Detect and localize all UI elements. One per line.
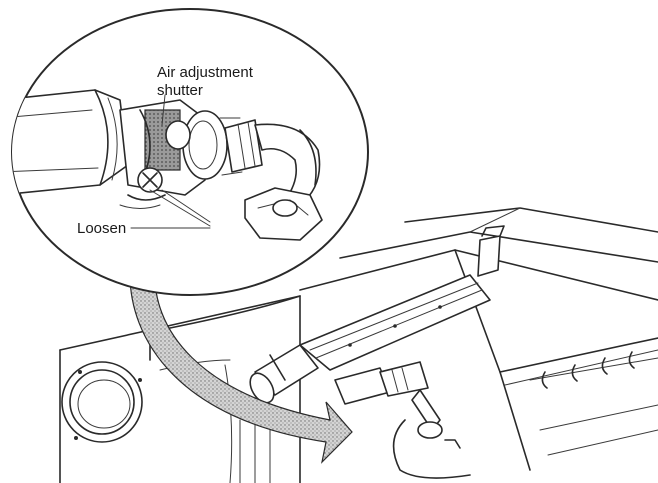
- burner-tube: [249, 225, 505, 404]
- gas-valve: [334, 361, 471, 479]
- label-air-adjustment-shutter-line2: shutter: [157, 82, 203, 99]
- control-knob: [61, 361, 143, 443]
- magnified-callout: [11, 8, 369, 296]
- label-air-adjustment-shutter-line1: Air adjustment: [157, 64, 254, 81]
- callout-arrow: [129, 264, 353, 464]
- label-loosen: Loosen: [77, 220, 126, 237]
